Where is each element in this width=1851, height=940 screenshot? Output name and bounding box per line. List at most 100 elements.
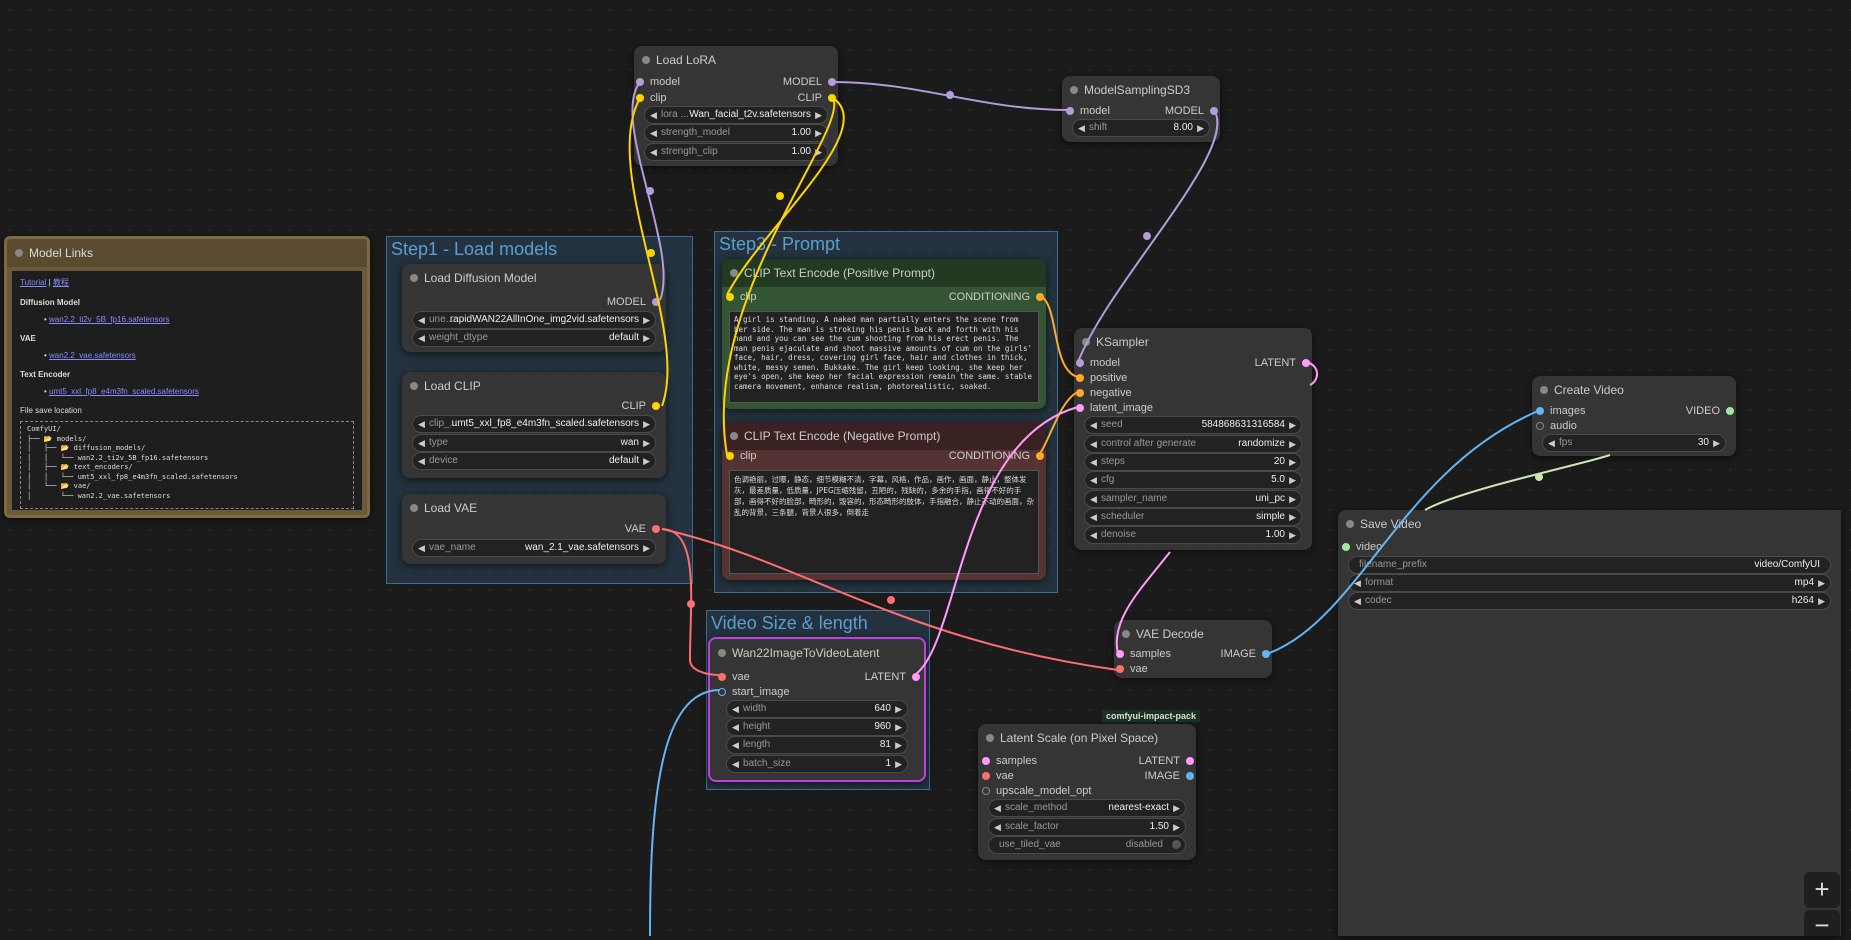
input-samples[interactable]: samples [1116, 647, 1171, 661]
strength-model-widget[interactable]: ◀strength_model 1.00▶ [644, 124, 828, 142]
input-upscale-model-opt[interactable]: upscale_model_opt [982, 784, 1091, 798]
codec-widget[interactable]: ◀codec h264▶ [1348, 592, 1831, 610]
filename-prefix-widget[interactable]: filename_prefix video/ComfyUI [1348, 556, 1831, 574]
steps-widget[interactable]: ◀steps 20▶ [1084, 453, 1302, 471]
load-lora-node[interactable]: Load LoRA model clip MODEL CLIP ◀lora ..… [634, 46, 838, 166]
scale-method-widget[interactable]: ◀scale_method nearest-exact▶ [988, 799, 1186, 817]
cn-tutorial-link[interactable]: 教程 [52, 278, 69, 287]
node-collapse-dot[interactable] [718, 649, 726, 657]
format-widget[interactable]: ◀format mp4▶ [1348, 574, 1831, 592]
input-negative[interactable]: negative [1076, 386, 1132, 400]
node-collapse-dot[interactable] [986, 734, 994, 742]
input-model[interactable]: model [1066, 104, 1110, 118]
input-model[interactable]: model [1076, 356, 1120, 370]
node-collapse-dot[interactable] [1346, 520, 1354, 528]
node-collapse-dot[interactable] [1082, 338, 1090, 346]
sampler-name-widget[interactable]: ◀sampler_name uni_pc▶ [1084, 490, 1302, 508]
node-collapse-dot[interactable] [1070, 86, 1078, 94]
node-collapse-dot[interactable] [410, 504, 418, 512]
node-collapse-dot[interactable] [410, 382, 418, 390]
scale-factor-widget[interactable]: ◀scale_factor 1.50▶ [988, 818, 1186, 836]
input-start-image[interactable]: start_image [718, 685, 789, 699]
diffusion-model-link[interactable]: wan2.2_ti2v_5B_fp16.safetensors [49, 315, 170, 324]
load-clip-node[interactable]: Load CLIP CLIP ◀clip_... umt5_xxl_fp8_e4… [402, 372, 666, 478]
strength-clip-widget[interactable]: ◀strength_clip 1.00▶ [644, 143, 828, 161]
height-widget[interactable]: ◀height 960▶ [726, 718, 908, 736]
input-vae[interactable]: vae [982, 769, 1014, 783]
output-clip[interactable]: CLIP [622, 399, 660, 413]
node-header[interactable]: VAE Decode [1114, 620, 1272, 648]
input-latent-image[interactable]: latent_image [1076, 401, 1153, 415]
clip-text-encode-negative-node[interactable]: CLIP Text Encode (Negative Prompt) clip … [722, 422, 1046, 580]
node-header[interactable]: Load Diffusion Model [402, 264, 666, 292]
output-image[interactable]: IMAGE [1221, 647, 1270, 661]
output-image[interactable]: IMAGE [1145, 769, 1194, 783]
node-header[interactable]: KSampler [1074, 328, 1312, 356]
positive-prompt-textarea[interactable]: A girl is standing. A naked man partiall… [729, 311, 1039, 403]
input-video[interactable]: video [1342, 540, 1382, 554]
output-latent[interactable]: LATENT [1255, 356, 1310, 370]
input-model[interactable]: model [636, 75, 680, 89]
use-tiled-vae-toggle[interactable]: use_tiled_vae disabled [988, 836, 1186, 854]
input-samples[interactable]: samples [982, 754, 1037, 768]
clip-device-widget[interactable]: ◀device default▶ [412, 452, 656, 470]
output-clip[interactable]: CLIP [798, 91, 836, 105]
latent-scale-node[interactable]: Latent Scale (on Pixel Space) samples va… [978, 724, 1196, 860]
create-video-node[interactable]: Create Video images audio VIDEO ◀fps 30▶ [1532, 376, 1736, 456]
vae-name-widget[interactable]: ◀vae_name wan_2.1_vae.safetensors▶ [412, 539, 656, 557]
node-header[interactable]: Load VAE [402, 494, 666, 522]
shift-widget[interactable]: ◀shift 8.00▶ [1072, 119, 1210, 137]
node-collapse-dot[interactable] [1122, 630, 1130, 638]
clip-type-widget[interactable]: ◀type wan▶ [412, 434, 656, 452]
output-latent[interactable]: LATENT [1139, 754, 1194, 768]
load-diffusion-model-node[interactable]: Load Diffusion Model MODEL ◀une... rapid… [402, 264, 666, 352]
node-collapse-dot[interactable] [730, 432, 738, 440]
output-conditioning[interactable]: CONDITIONING [949, 449, 1044, 463]
node-collapse-dot[interactable] [410, 274, 418, 282]
input-clip[interactable]: clip [726, 449, 757, 463]
node-header[interactable]: Save Video [1338, 510, 1841, 538]
node-header[interactable]: ModelSamplingSD3 [1062, 76, 1220, 104]
input-vae[interactable]: vae [1116, 662, 1148, 676]
node-collapse-dot[interactable] [730, 269, 738, 277]
node-header[interactable]: CLIP Text Encode (Positive Prompt) [722, 259, 1046, 287]
node-collapse-dot[interactable] [15, 249, 23, 257]
cfg-widget[interactable]: ◀cfg 5.0▶ [1084, 471, 1302, 489]
fps-widget[interactable]: ◀fps 30▶ [1542, 434, 1726, 452]
control-after-generate-widget[interactable]: ◀control after generate randomize▶ [1084, 435, 1302, 453]
output-vae[interactable]: VAE [625, 522, 660, 536]
model-sampling-sd3-node[interactable]: ModelSamplingSD3 model MODEL ◀shift 8.00… [1062, 76, 1220, 142]
output-video[interactable]: VIDEO [1686, 404, 1734, 418]
load-vae-node[interactable]: Load VAE VAE ◀vae_name wan_2.1_vae.safet… [402, 494, 666, 564]
unet-name-widget[interactable]: ◀une... rapidWAN22AllInOne_img2vid.safet… [412, 311, 656, 329]
scheduler-widget[interactable]: ◀scheduler simple▶ [1084, 508, 1302, 526]
batch-size-widget[interactable]: ◀batch_size 1▶ [726, 755, 908, 773]
node-collapse-dot[interactable] [642, 56, 650, 64]
input-positive[interactable]: positive [1076, 371, 1127, 385]
zoom-out-button[interactable]: − [1804, 910, 1840, 940]
node-collapse-dot[interactable] [1540, 386, 1548, 394]
input-images[interactable]: images [1536, 404, 1585, 418]
denoise-widget[interactable]: ◀denoise 1.00▶ [1084, 526, 1302, 544]
length-widget[interactable]: ◀length 81▶ [726, 736, 908, 754]
input-audio[interactable]: audio [1536, 419, 1577, 433]
output-model[interactable]: MODEL [607, 295, 660, 309]
vae-decode-node[interactable]: VAE Decode samples vae IMAGE [1114, 620, 1272, 678]
input-vae[interactable]: vae [718, 670, 750, 684]
node-header[interactable]: Create Video [1532, 376, 1736, 404]
ksampler-node[interactable]: KSampler model positive negative latent_… [1074, 328, 1312, 550]
output-model[interactable]: MODEL [783, 75, 836, 89]
text-encoder-link[interactable]: umt5_xxl_fp8_e4m3fn_scaled.safetensors [49, 387, 199, 396]
node-header[interactable]: Model Links [7, 239, 367, 267]
output-model[interactable]: MODEL [1165, 104, 1218, 118]
node-header[interactable]: Load LoRA [634, 46, 838, 74]
input-clip[interactable]: clip [726, 290, 757, 304]
model-links-node[interactable]: Model Links Tutorial | 教程 Diffusion Mode… [4, 236, 370, 518]
negative-prompt-textarea[interactable]: 色调艳丽，过曝，静态，细节模糊不清，字幕，风格，作品，画作，画面，静止，整体发灰… [729, 470, 1039, 574]
vae-model-link[interactable]: wan2.2_vae.safetensors [49, 351, 136, 360]
save-video-node[interactable]: Save Video video filename_prefix video/C… [1338, 510, 1841, 936]
wan22-image-to-video-latent-node[interactable]: Wan22ImageToVideoLatent vae start_image … [708, 637, 926, 782]
weight-dtype-widget[interactable]: ◀weight_dtype default▶ [412, 329, 656, 347]
input-clip[interactable]: clip [636, 91, 667, 105]
node-header[interactable]: CLIP Text Encode (Negative Prompt) [722, 422, 1046, 450]
